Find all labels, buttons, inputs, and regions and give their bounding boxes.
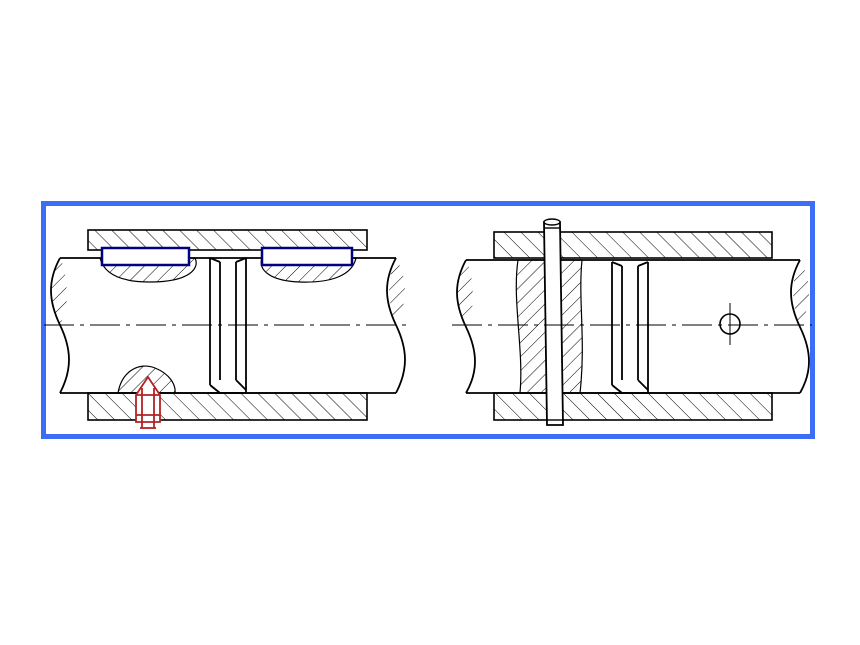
figure-frame <box>41 201 815 439</box>
pin-hole <box>719 303 741 345</box>
right-view <box>452 218 812 426</box>
left-sleeve-bottom <box>87 392 368 421</box>
feather-key-1 <box>100 246 191 267</box>
left-view <box>44 229 408 429</box>
right-sleeve-bottom <box>493 392 773 421</box>
set-screw <box>135 375 161 429</box>
right-shaft <box>456 259 810 394</box>
right-sleeve-top <box>493 231 773 259</box>
feather-key-2 <box>260 246 354 267</box>
left-sleeve-top <box>87 229 368 251</box>
taper-pin <box>543 218 564 426</box>
right-groove <box>611 261 649 394</box>
